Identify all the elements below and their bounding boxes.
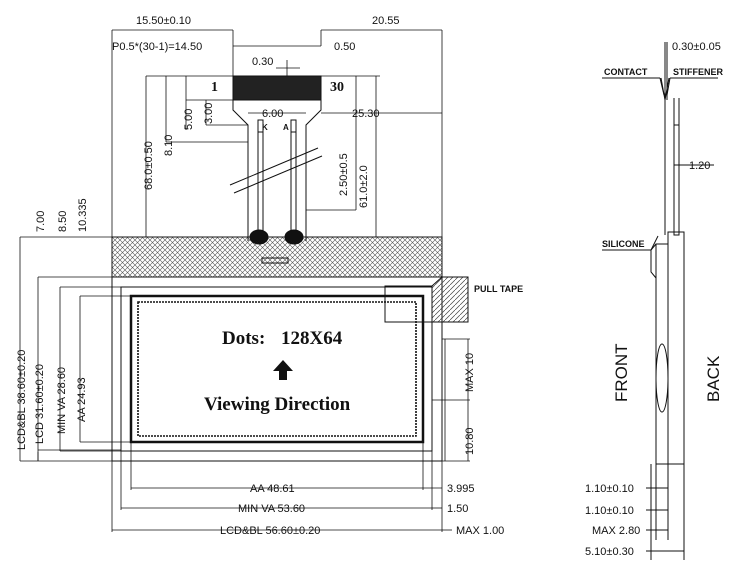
dim-pitch: P0.5*(30-1)=14.50: [112, 41, 202, 53]
dim-10-80: 10.80: [464, 427, 476, 455]
side-view: [602, 42, 718, 560]
fpc-cable: [229, 75, 323, 245]
dim-side-5-10: 5.10±0.30: [585, 546, 634, 558]
dots-label: Dots:: [222, 328, 265, 349]
dim-side-1-20: 1.20: [689, 160, 710, 172]
back-label: BACK: [704, 355, 723, 402]
resolution-label: 128X64: [281, 328, 343, 349]
dim-side-0-30: 0.30±0.05: [672, 41, 721, 53]
viewing-direction-label: Viewing Direction: [204, 394, 351, 415]
dim-side-max28: MAX 2.80: [592, 525, 640, 537]
dim-8-50: 8.50: [57, 211, 69, 232]
pull-tape-label: PULL TAPE: [474, 284, 523, 294]
dim-6-00: 6.00: [262, 108, 283, 120]
stiffener-label: STIFFENER: [673, 67, 724, 77]
dim-aa-vert: AA 24.93: [76, 377, 88, 422]
dim-15-50: 15.50±0.10: [136, 15, 191, 27]
dim-minva-vert: MIN VA 28.60: [56, 367, 68, 434]
dim-side-1-10b: 1.10±0.10: [585, 505, 634, 517]
pin-30-label: 30: [330, 80, 344, 95]
dim-3-995: 3.995: [447, 483, 475, 495]
dim-1-50: 1.50: [447, 503, 468, 515]
dim-lcd-vert: LCD 31.60±0.20: [34, 364, 46, 444]
contact-label: CONTACT: [604, 67, 648, 77]
dim-minva-horz: MIN VA 53.60: [238, 503, 305, 515]
dimension-texts: 15.50±0.10 20.55 P0.5*(30-1)=14.50 0.50 …: [16, 15, 721, 558]
dim-5-00: 5.00: [183, 109, 195, 130]
dimension-lines: [19, 29, 470, 532]
lcd-body: [111, 236, 443, 462]
dim-lcdbl-horz: LCD&BL 56.60±0.20: [220, 525, 320, 537]
dim-aa-horz: AA 48.61: [250, 483, 295, 495]
dim-8-10: 8.10: [163, 135, 175, 156]
pin-a-label: A: [283, 123, 289, 132]
dim-lcdbl-vert: LCD&BL 38.60±0.20: [16, 350, 28, 450]
silicone-label: SILICONE: [602, 239, 645, 249]
pin-k-label: K: [262, 123, 268, 132]
dim-0-50: 0.50: [334, 41, 355, 53]
dim-0-30: 0.30: [252, 56, 273, 68]
pull-tape: [384, 276, 469, 323]
dim-side-1-10a: 1.10±0.10: [585, 483, 634, 495]
dim-20-55: 20.55: [372, 15, 400, 27]
dim-25-30: 25.30: [352, 108, 380, 120]
dim-max1: MAX 1.00: [456, 525, 504, 537]
label-texts: 1 30 K A Dots: 128X64 Viewing Direction …: [204, 67, 724, 415]
dim-7-00: 7.00: [35, 211, 47, 232]
dim-61-0: 61.0±2.0: [358, 165, 370, 208]
dim-10-335: 10.335: [77, 198, 89, 232]
front-label: FRONT: [612, 343, 631, 402]
dim-2-50: 2.50±0.5: [338, 153, 350, 196]
dim-max10: MAX 10: [464, 353, 476, 392]
pin-1-label: 1: [211, 80, 218, 95]
dim-68-0: 68.0±0.50: [143, 141, 155, 190]
view-arrow-icon: [273, 360, 293, 380]
dim-3-00: 3.00: [203, 103, 215, 124]
